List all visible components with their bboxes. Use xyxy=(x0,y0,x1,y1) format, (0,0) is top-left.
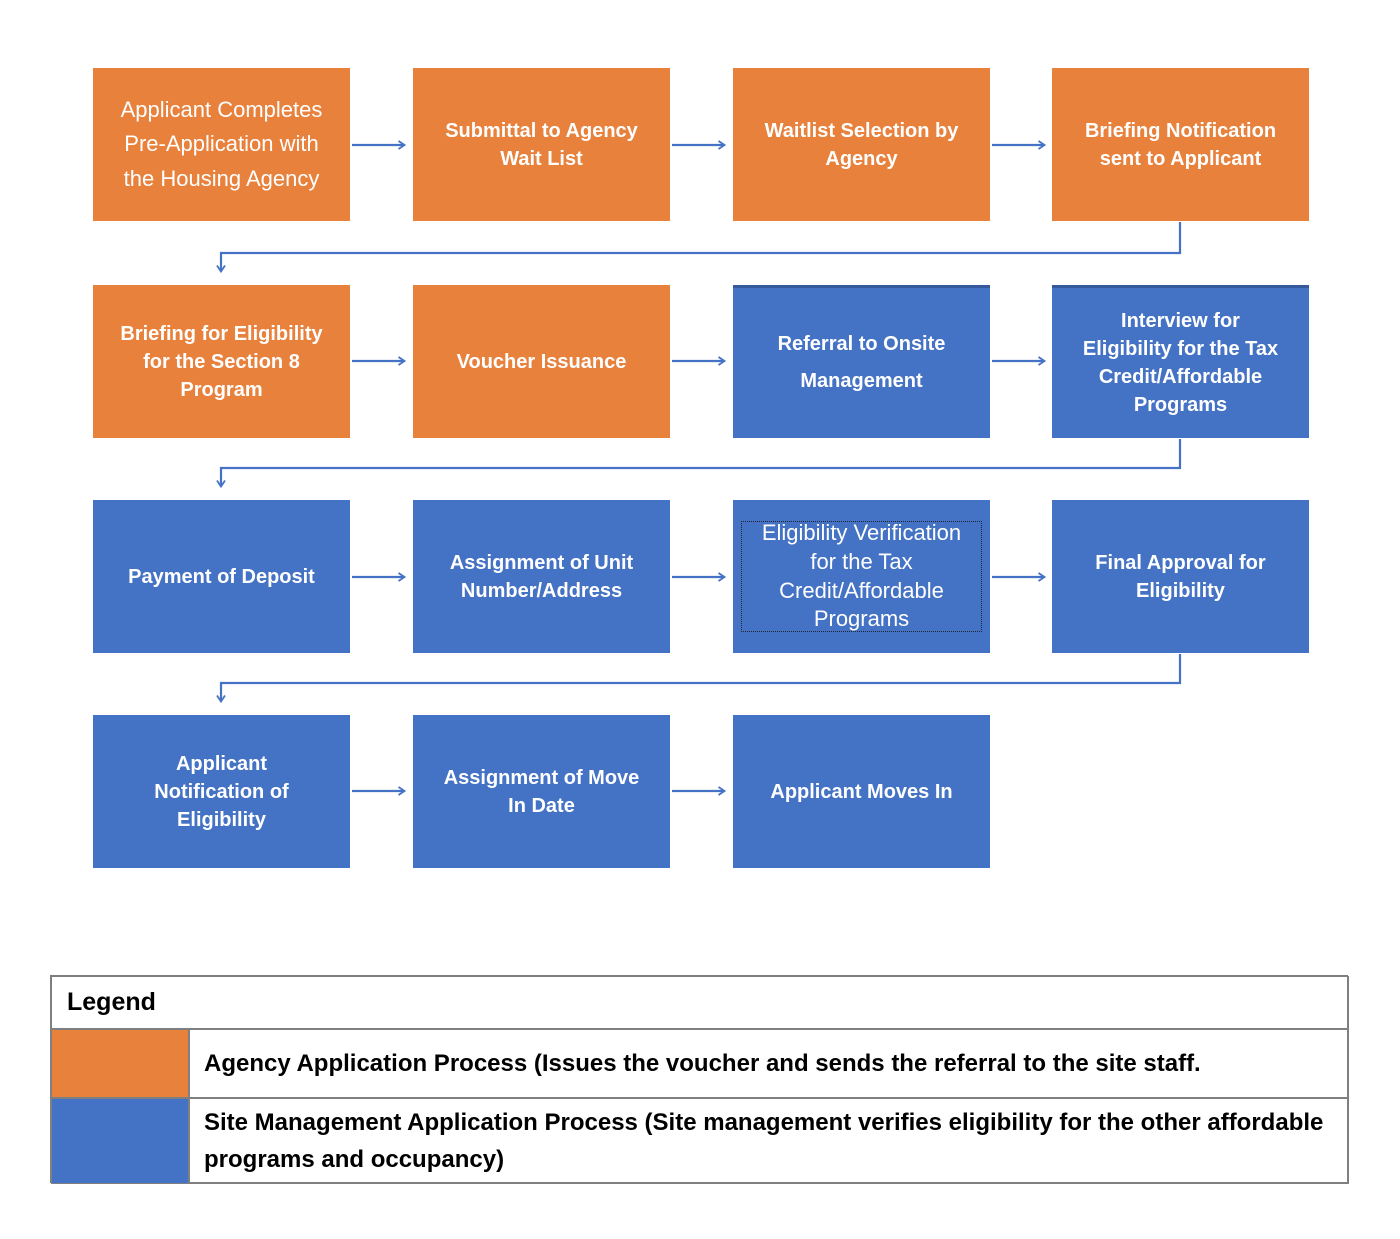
legend-label-site-management-process: Site Management Application Process (Sit… xyxy=(189,1098,1349,1184)
legend-swatch-agency-orange xyxy=(51,1029,189,1098)
legend-table: Legend Agency Application Process (Issue… xyxy=(50,975,1349,1184)
flow-box-briefing-notification: Briefing Notification sent to Applicant xyxy=(1052,68,1309,221)
elbow-row3-to-row4 xyxy=(216,654,1182,704)
flow-box-applicant-moves-in: Applicant Moves In xyxy=(733,715,990,868)
legend-title: Legend xyxy=(51,976,1349,1029)
flow-box-move-in-date: Assignment of Move In Date xyxy=(413,715,670,868)
flow-box-applicant-notification: Applicant Notification of Eligibility xyxy=(93,715,350,868)
flow-box-referral-onsite-management: Referral to Onsite Management xyxy=(733,285,990,438)
flow-box-submittal-wait-list: Submittal to Agency Wait List xyxy=(413,68,670,221)
flow-box-applicant-pre-application: Applicant Completes Pre-Application with… xyxy=(93,68,350,221)
elbow-row2-to-row3 xyxy=(216,439,1182,489)
elbow-row1-to-row2 xyxy=(216,222,1182,274)
legend-label-agency-process: Agency Application Process (Issues the v… xyxy=(189,1029,1349,1098)
flow-box-briefing-section8: Briefing for Eligibility for the Section… xyxy=(93,285,350,438)
flow-box-payment-of-deposit: Payment of Deposit xyxy=(93,500,350,653)
flow-box-assignment-unit-number: Assignment of Unit Number/Address xyxy=(413,500,670,653)
flow-box-eligibility-verification: Eligibility Verification for the Tax Cre… xyxy=(733,500,990,653)
eligibility-verification-textbox: Eligibility Verification for the Tax Cre… xyxy=(741,520,982,632)
legend-swatch-site-blue xyxy=(51,1098,189,1184)
flow-box-interview-eligibility: Interview for Eligibility for the Tax Cr… xyxy=(1052,285,1309,438)
flow-box-voucher-issuance: Voucher Issuance xyxy=(413,285,670,438)
flow-box-final-approval: Final Approval for Eligibility xyxy=(1052,500,1309,653)
flow-box-waitlist-selection: Waitlist Selection by Agency xyxy=(733,68,990,221)
